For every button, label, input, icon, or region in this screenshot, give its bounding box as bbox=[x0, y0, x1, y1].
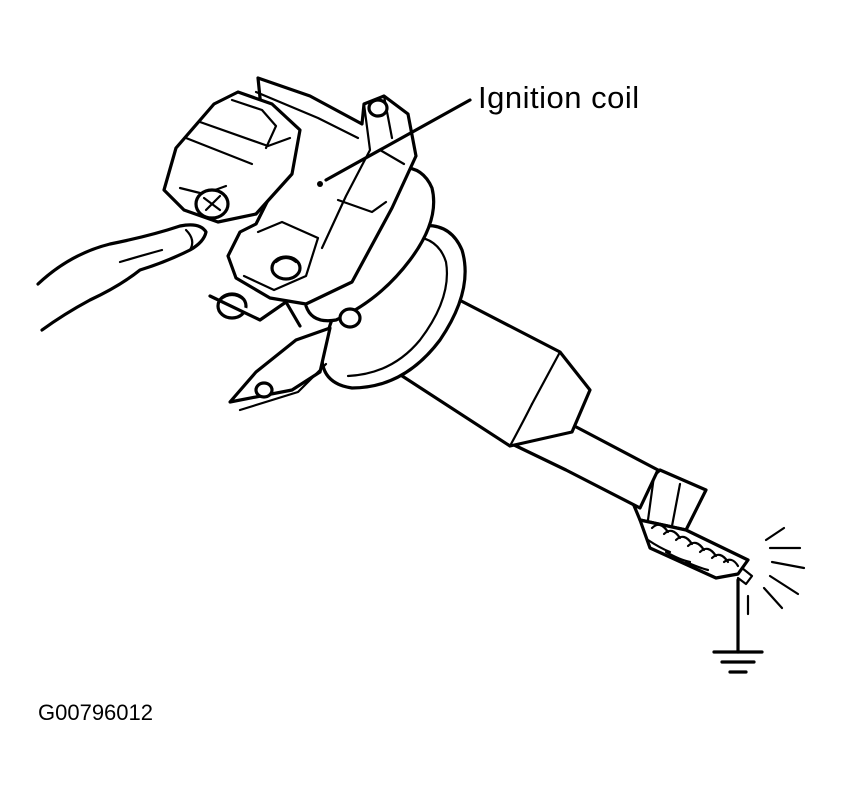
callout-leader-line bbox=[324, 98, 472, 182]
figure-code: G00796012 bbox=[38, 700, 153, 725]
spark-rays bbox=[746, 526, 806, 616]
ignition-coil-label: Ignition coil bbox=[478, 80, 640, 115]
coil-connector bbox=[162, 90, 302, 224]
ground-symbol bbox=[712, 578, 764, 674]
hand bbox=[36, 223, 208, 332]
mounting-bracket bbox=[208, 294, 332, 412]
